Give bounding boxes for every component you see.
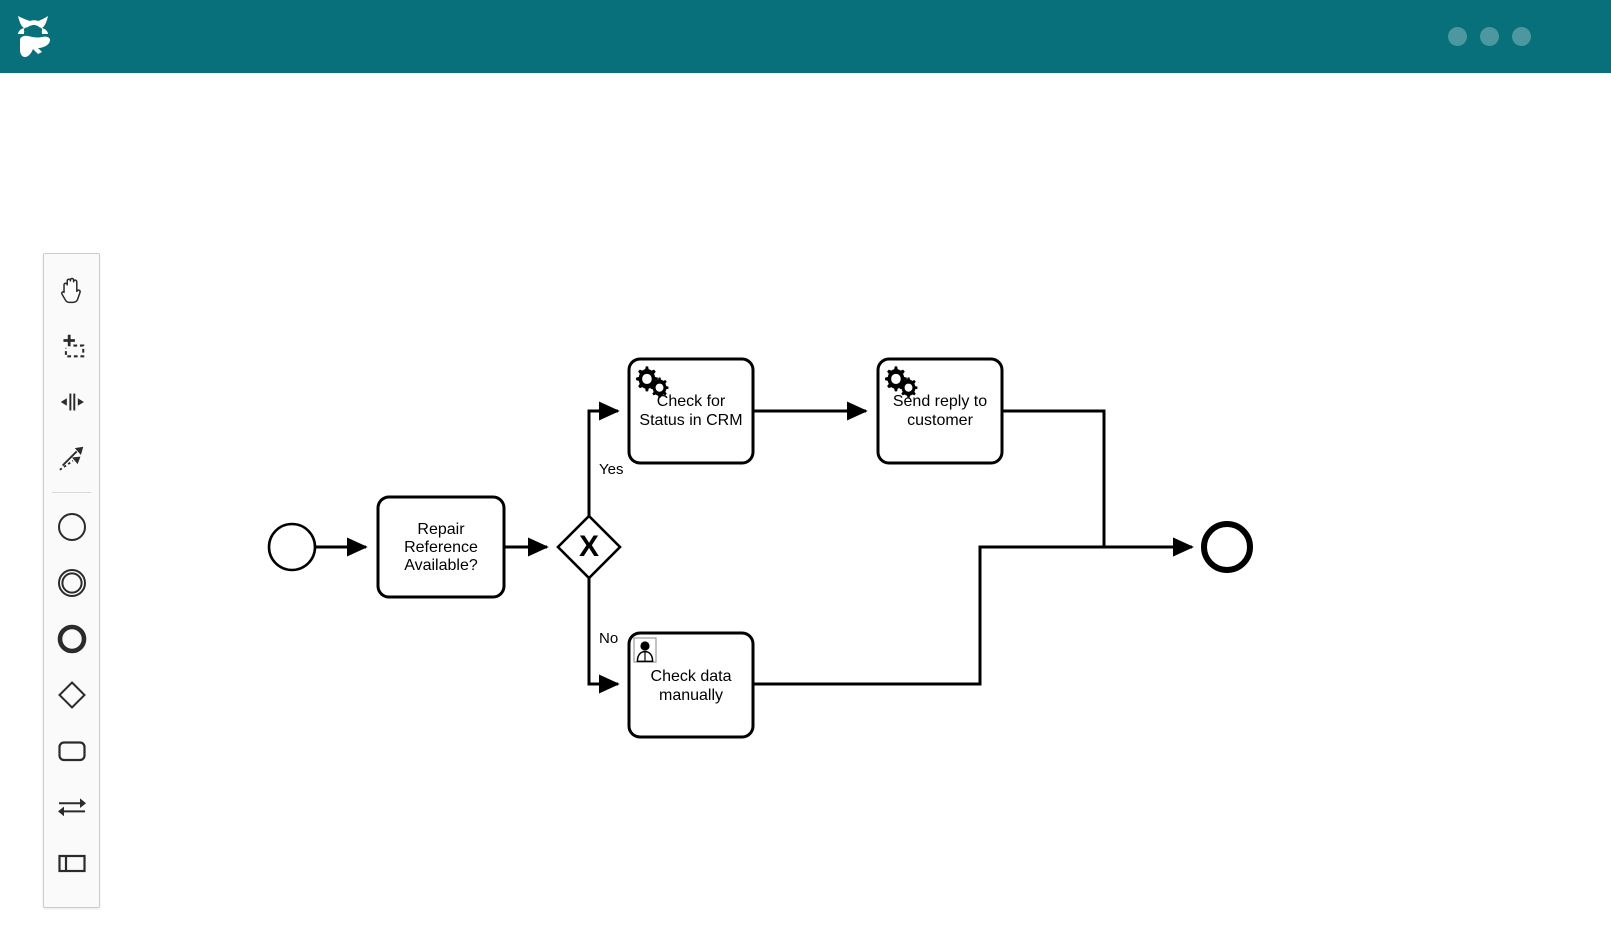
user-icon	[633, 637, 657, 663]
palette-item-data-exchange[interactable]	[44, 779, 99, 835]
task-check-crm-label-line-2: Status in CRM	[639, 412, 742, 429]
data-exchange-icon	[57, 798, 86, 817]
app-header	[0, 0, 1611, 73]
palette-item-end-event[interactable]	[44, 611, 99, 667]
task-check-manually-label-line-2: manually	[659, 687, 723, 704]
node-end-event[interactable]	[1201, 521, 1253, 573]
node-task-check-crm[interactable]: Check for Status in CRM	[627, 357, 755, 465]
task-check-crm-box[interactable]	[627, 357, 755, 465]
participant-icon	[57, 854, 86, 873]
end-event-icon	[57, 624, 86, 654]
task-repair-reference-label-line-2: Reference	[404, 539, 478, 556]
flow-reply-to-end[interactable]	[1002, 409, 1194, 557]
gear-icon	[636, 366, 669, 398]
node-gateway-exclusive[interactable]: X	[556, 514, 622, 580]
window-dot-minimize[interactable]	[1448, 27, 1467, 46]
start-event-icon	[57, 513, 86, 541]
task-check-manually-box[interactable]	[627, 631, 755, 739]
sequence-flows: Yes No	[315, 401, 1194, 694]
task-repair-reference-box[interactable]	[376, 495, 506, 599]
window-dot-close[interactable]	[1512, 27, 1531, 46]
palette-item-participant[interactable]	[44, 835, 99, 891]
flow-gateway-yes[interactable]	[587, 401, 620, 516]
space-tool-icon	[60, 393, 84, 411]
gateway-exclusive-marker-x: X	[579, 530, 599, 563]
hand-tool-icon	[60, 277, 81, 304]
palette-item-lasso-tool[interactable]	[44, 318, 99, 374]
gear-icon	[885, 366, 918, 398]
owl-logo-icon	[18, 15, 50, 57]
palette-item-start-event[interactable]	[44, 499, 99, 555]
flow-gateway-no[interactable]	[587, 578, 620, 694]
palette-item-hand-tool[interactable]	[44, 262, 99, 318]
gateway-icon	[57, 681, 86, 709]
task-send-reply-box[interactable]	[876, 357, 1004, 465]
task-check-crm-label-line-1: Check for	[657, 393, 726, 410]
lasso-tool-icon	[62, 334, 84, 358]
task-icon	[57, 741, 86, 762]
flow-label-yes: Yes	[599, 461, 623, 478]
intermediate-event-icon	[57, 569, 86, 597]
task-check-manually-label-line-1: Check data	[651, 668, 732, 685]
palette-item-task[interactable]	[44, 723, 99, 779]
palette-item-space-tool[interactable]	[44, 374, 99, 430]
brand-logo-container[interactable]	[12, 12, 66, 62]
flow-manual-to-end[interactable]	[753, 537, 1194, 686]
node-task-send-reply[interactable]: Send reply to customer	[876, 357, 1004, 465]
bpmn-diagram: Yes No Repair Reference Available? X Che	[267, 357, 1253, 739]
start-event-circle[interactable]	[267, 522, 317, 572]
task-repair-reference-label-line-1: Repair	[417, 521, 465, 538]
palette-item-intermediate-event[interactable]	[44, 555, 99, 611]
window-controls	[1448, 27, 1531, 46]
global-connect-tool-icon	[58, 446, 83, 471]
task-repair-reference-label-line-3: Available?	[404, 557, 478, 574]
palette-item-gateway[interactable]	[44, 667, 99, 723]
task-send-reply-label-line-1: Send reply to	[893, 393, 987, 410]
end-event-circle[interactable]	[1201, 521, 1253, 573]
node-task-check-manually[interactable]: Check data manually	[627, 631, 755, 739]
palette-separator	[52, 492, 91, 493]
task-send-reply-label-line-2: customer	[907, 412, 973, 429]
diagram-canvas[interactable]: Yes No Repair Reference Available? X Che	[0, 73, 1611, 937]
node-start-event[interactable]	[267, 522, 317, 572]
element-palette[interactable]	[43, 253, 100, 908]
palette-item-global-connect-tool[interactable]	[44, 430, 99, 486]
window-dot-maximize[interactable]	[1480, 27, 1499, 46]
gateway-diamond[interactable]	[556, 514, 622, 580]
node-task-repair-reference[interactable]: Repair Reference Available?	[376, 495, 506, 599]
flow-label-no: No	[599, 630, 618, 647]
